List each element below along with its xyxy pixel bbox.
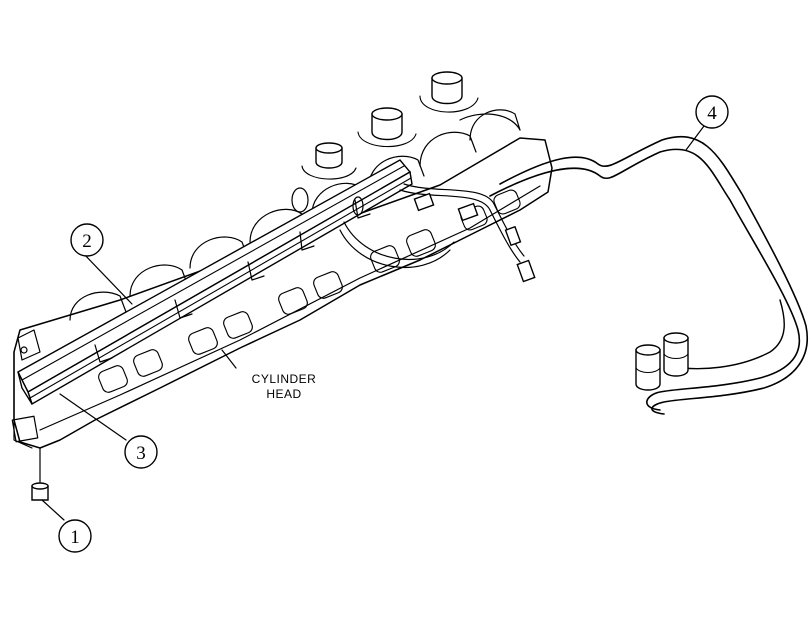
tube-end-fittings bbox=[635, 332, 689, 391]
front-end-housing bbox=[11, 329, 41, 449]
note-line-1: CYLINDER bbox=[252, 372, 317, 386]
callout-4-label: 4 bbox=[707, 103, 717, 124]
callout-2: 2 bbox=[70, 223, 104, 257]
cylinder-head-note: CYLINDER HEAD bbox=[252, 372, 317, 401]
filler-caps bbox=[301, 71, 479, 180]
callout-3-label: 3 bbox=[136, 443, 146, 464]
callout-3: 3 bbox=[124, 435, 158, 469]
callout-1-label: 1 bbox=[70, 527, 80, 548]
part-1-fitting bbox=[31, 447, 49, 501]
fuel-rail-manifold bbox=[17, 159, 413, 406]
leader-lines bbox=[41, 125, 705, 521]
note-line-2: HEAD bbox=[266, 387, 301, 401]
sensor-connectors bbox=[413, 192, 536, 283]
return-tube bbox=[489, 135, 808, 415]
callout-2-label: 2 bbox=[82, 231, 92, 252]
callout-1: 1 bbox=[58, 519, 92, 553]
rail-brackets bbox=[94, 187, 371, 363]
cylinder-head-block bbox=[11, 71, 553, 449]
injector-lines bbox=[339, 113, 525, 269]
callout-4: 4 bbox=[695, 95, 729, 129]
